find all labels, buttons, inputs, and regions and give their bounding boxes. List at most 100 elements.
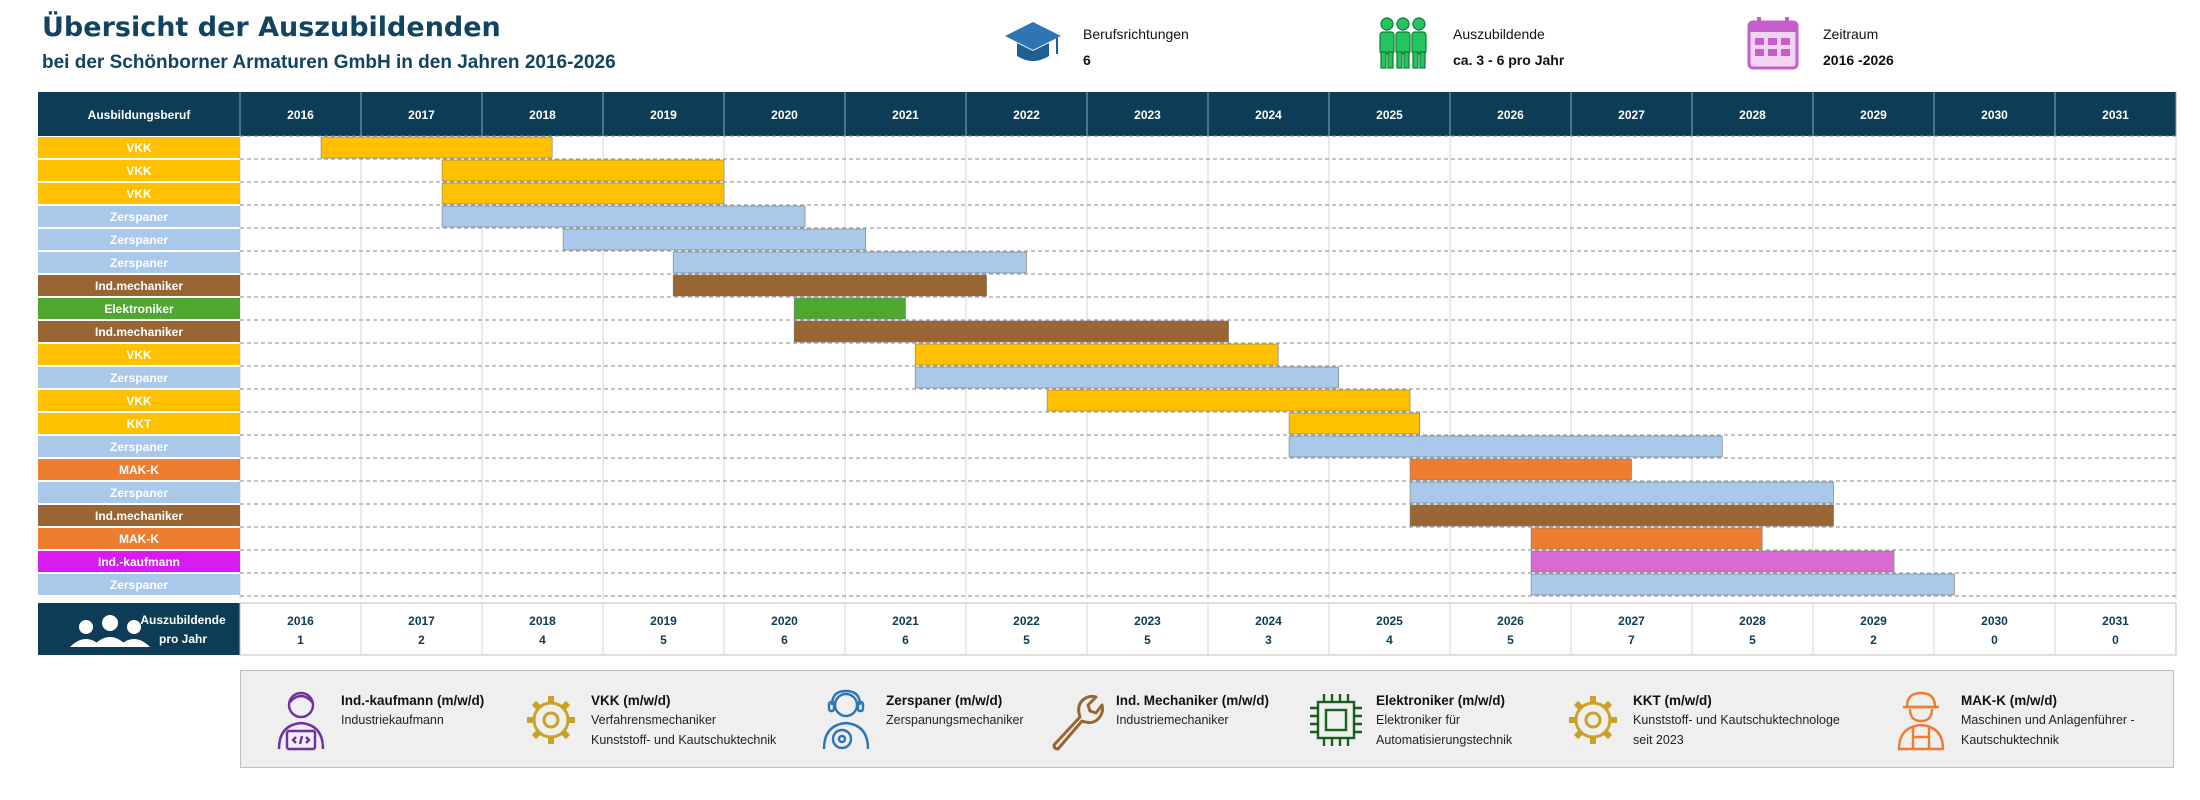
row-label: Elektroniker [104, 302, 174, 316]
row-label: Zerspaner [110, 578, 168, 592]
row-label-cell [38, 574, 240, 595]
row-label-cell [38, 482, 240, 503]
page-subtitle: bei der Schönborner Armaturen GmbH in de… [42, 52, 616, 73]
row-label-cell [38, 206, 240, 227]
summary-year: 2021 [892, 614, 919, 628]
summary-count: 2 [418, 633, 425, 647]
headset-person-icon [822, 689, 870, 750]
row-label: Ind.-kaufmann [98, 555, 180, 569]
legend-line: Elektroniker für [1376, 713, 1461, 727]
summary-count: 0 [1991, 633, 1998, 647]
gantt-bar [793, 297, 906, 320]
gantt-bar [1288, 435, 1723, 458]
gear-icon [527, 696, 575, 744]
info-label: Zeitraum [1823, 26, 1879, 42]
year-header: 2030 [1981, 108, 2008, 122]
row-label: Zerspaner [110, 256, 168, 270]
year-header: 2027 [1618, 108, 1645, 122]
row-label-cell [38, 137, 240, 158]
people-icon [1379, 17, 1427, 69]
gantt-bar [672, 251, 1027, 274]
year-header: 2031 [2102, 108, 2129, 122]
legend-line: seit 2023 [1633, 733, 1684, 747]
row-label-cell [38, 183, 240, 204]
summary-year: 2028 [1739, 614, 1766, 628]
legend-title: Elektroniker (m/w/d) [1376, 693, 1506, 708]
summary-count: 5 [1749, 633, 1756, 647]
legend-title: Ind. Mechaniker (m/w/d) [1116, 693, 1270, 708]
year-header: 2024 [1255, 108, 1282, 122]
info-value: ca. 3 - 6 pro Jahr [1453, 52, 1565, 68]
summary-year: 2024 [1255, 614, 1282, 628]
people-icon [127, 620, 141, 634]
gantt-bar [562, 228, 866, 251]
row-label: Zerspaner [110, 486, 168, 500]
summary-year: 2031 [2102, 614, 2129, 628]
gantt-bar [793, 320, 1229, 343]
chip-icon [1310, 694, 1362, 746]
summary-count: 5 [1144, 633, 1151, 647]
row-label: VKK [126, 164, 152, 178]
summary-count: 6 [781, 633, 788, 647]
gantt-bar [1288, 412, 1421, 435]
summary-year: 2018 [529, 614, 556, 628]
year-header: 2029 [1860, 108, 1887, 122]
year-header: 2020 [771, 108, 798, 122]
row-label-cell [38, 390, 240, 411]
row-label: KKT [127, 417, 152, 431]
row-label: Ind.mechaniker [95, 325, 183, 339]
year-header: 2021 [892, 108, 919, 122]
row-label-cell [38, 321, 240, 342]
info-label: Auszubildende [1453, 26, 1545, 42]
row-label: Zerspaner [110, 210, 168, 224]
gantt-bar [1530, 550, 1895, 573]
summary-count: 5 [1023, 633, 1030, 647]
summary-label: pro Jahr [159, 632, 207, 646]
row-label-cell [38, 459, 240, 480]
row-label: MAK-K [119, 532, 159, 546]
info-value: 6 [1083, 52, 1091, 68]
summary-year: 2016 [287, 614, 314, 628]
summary-year: 2026 [1497, 614, 1524, 628]
legend-line: Kautschuktechnik [1961, 733, 2059, 747]
summary-year: 2027 [1618, 614, 1645, 628]
legend-line: Zerspanungsmechaniker [886, 713, 1024, 727]
summary-year: 2022 [1013, 614, 1040, 628]
year-header: 2025 [1376, 108, 1403, 122]
people-icon [102, 615, 118, 631]
row-label-cell [38, 436, 240, 457]
row-label-cell [38, 229, 240, 250]
summary-count: 5 [660, 633, 667, 647]
row-label-cell [38, 160, 240, 181]
year-header: 2019 [650, 108, 677, 122]
legend-line: Automatisierungstechnik [1376, 733, 1513, 747]
row-label: Zerspaner [110, 233, 168, 247]
year-header: 2023 [1134, 108, 1161, 122]
people-icon [118, 639, 150, 647]
header-band [38, 92, 2176, 136]
row-label-cell [38, 367, 240, 388]
summary-count: 5 [1507, 633, 1514, 647]
row-label-cell [38, 505, 240, 526]
row-label-cell [38, 551, 240, 572]
year-header: 2028 [1739, 108, 1766, 122]
summary-count: 0 [2112, 633, 2119, 647]
gantt-bar [1530, 573, 1955, 596]
summary-count: 7 [1628, 633, 1635, 647]
legend-title: Zerspaner (m/w/d) [886, 693, 1003, 708]
summary-count: 2 [1870, 633, 1877, 647]
gantt-bar [914, 366, 1339, 389]
summary-year: 2029 [1860, 614, 1887, 628]
page-title: Übersicht der Auszubildenden [42, 12, 501, 43]
gantt-bar [1046, 389, 1411, 412]
legend-title: VKK (m/w/d) [591, 693, 671, 708]
gantt-bar [1409, 458, 1632, 481]
row-label: Zerspaner [110, 371, 168, 385]
row-label: MAK-K [119, 463, 159, 477]
gantt-bar [914, 343, 1279, 366]
legend-line: Verfahrensmechaniker [591, 713, 717, 727]
row-label: Ind.mechaniker [95, 279, 183, 293]
row-label-cell [38, 298, 240, 319]
office-worker-icon [277, 691, 325, 751]
year-header: 2018 [529, 108, 556, 122]
